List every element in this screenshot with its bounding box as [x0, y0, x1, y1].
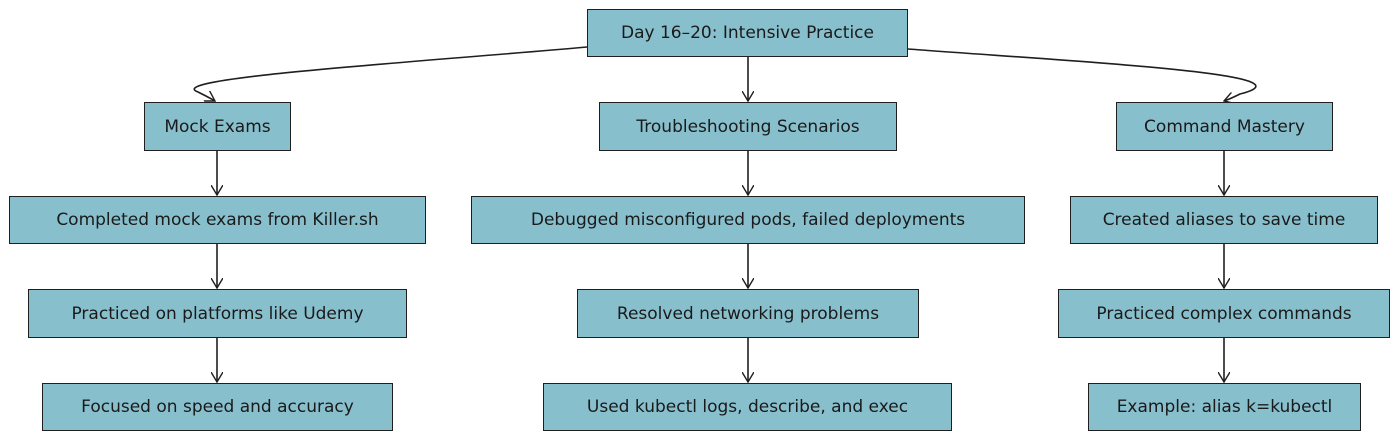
branch-node-command-mastery: Command Mastery	[1116, 102, 1333, 151]
root-node: Day 16–20: Intensive Practice	[587, 9, 908, 57]
step-node-command-mastery-1: Created aliases to save time	[1070, 196, 1378, 244]
edge-root-to-mock-exams	[193, 46, 588, 101]
step-node-mock-exams-3: Focused on speed and accuracy	[42, 383, 393, 431]
branch-node-mock-exams: Mock Exams	[144, 102, 291, 151]
step-node-command-mastery-3: Example: alias k=kubectl	[1088, 383, 1361, 431]
step-node-mock-exams-1: Completed mock exams from Killer.sh	[9, 196, 426, 244]
step-node-mock-exams-2: Practiced on platforms like Udemy	[28, 289, 407, 338]
step-node-command-mastery-2: Practiced complex commands	[1058, 289, 1390, 338]
edge-root-to-command-mastery	[907, 48, 1257, 101]
step-node-troubleshooting-3: Used kubectl logs, describe, and exec	[543, 383, 952, 431]
step-node-troubleshooting-1: Debugged misconfigured pods, failed depl…	[471, 196, 1025, 244]
branch-node-troubleshooting: Troubleshooting Scenarios	[599, 102, 897, 151]
step-node-troubleshooting-2: Resolved networking problems	[577, 289, 919, 338]
